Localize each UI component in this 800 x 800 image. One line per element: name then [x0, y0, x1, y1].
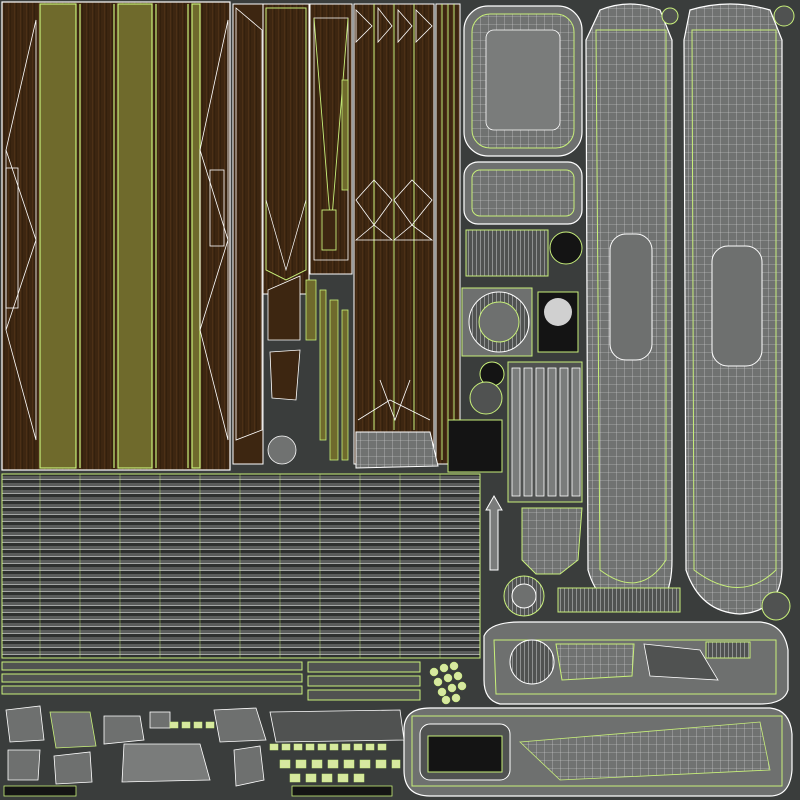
horizontal-slat-grid: [1, 473, 481, 659]
wood-plank-block: [1, 1, 231, 471]
wood-carved-pieces: [353, 3, 461, 469]
black-square: [447, 419, 503, 473]
dashboard-strip: [483, 621, 789, 705]
arrow-piece: [485, 494, 503, 571]
rounded-cushion-bottom: [463, 161, 583, 225]
circular-vent: [461, 287, 579, 357]
black-disc: [469, 361, 505, 415]
console-tray: [403, 707, 793, 797]
vent-slotted-rect: [465, 229, 583, 277]
grid-pad: [521, 507, 583, 575]
long-panel-right: [661, 3, 795, 621]
vertical-louvres: [507, 361, 583, 503]
rounded-cushion-top: [463, 5, 583, 157]
thin-strips: [1, 661, 421, 701]
slotted-bar: [557, 587, 681, 613]
bead-cluster: [429, 661, 467, 705]
long-panel-left: [585, 3, 673, 613]
small-parts-row: [3, 705, 405, 797]
round-gauge: [503, 575, 545, 617]
wood-small-bits: [267, 275, 349, 465]
tiny-rects: [169, 721, 401, 783]
wood-narrow-strips: [232, 3, 353, 465]
